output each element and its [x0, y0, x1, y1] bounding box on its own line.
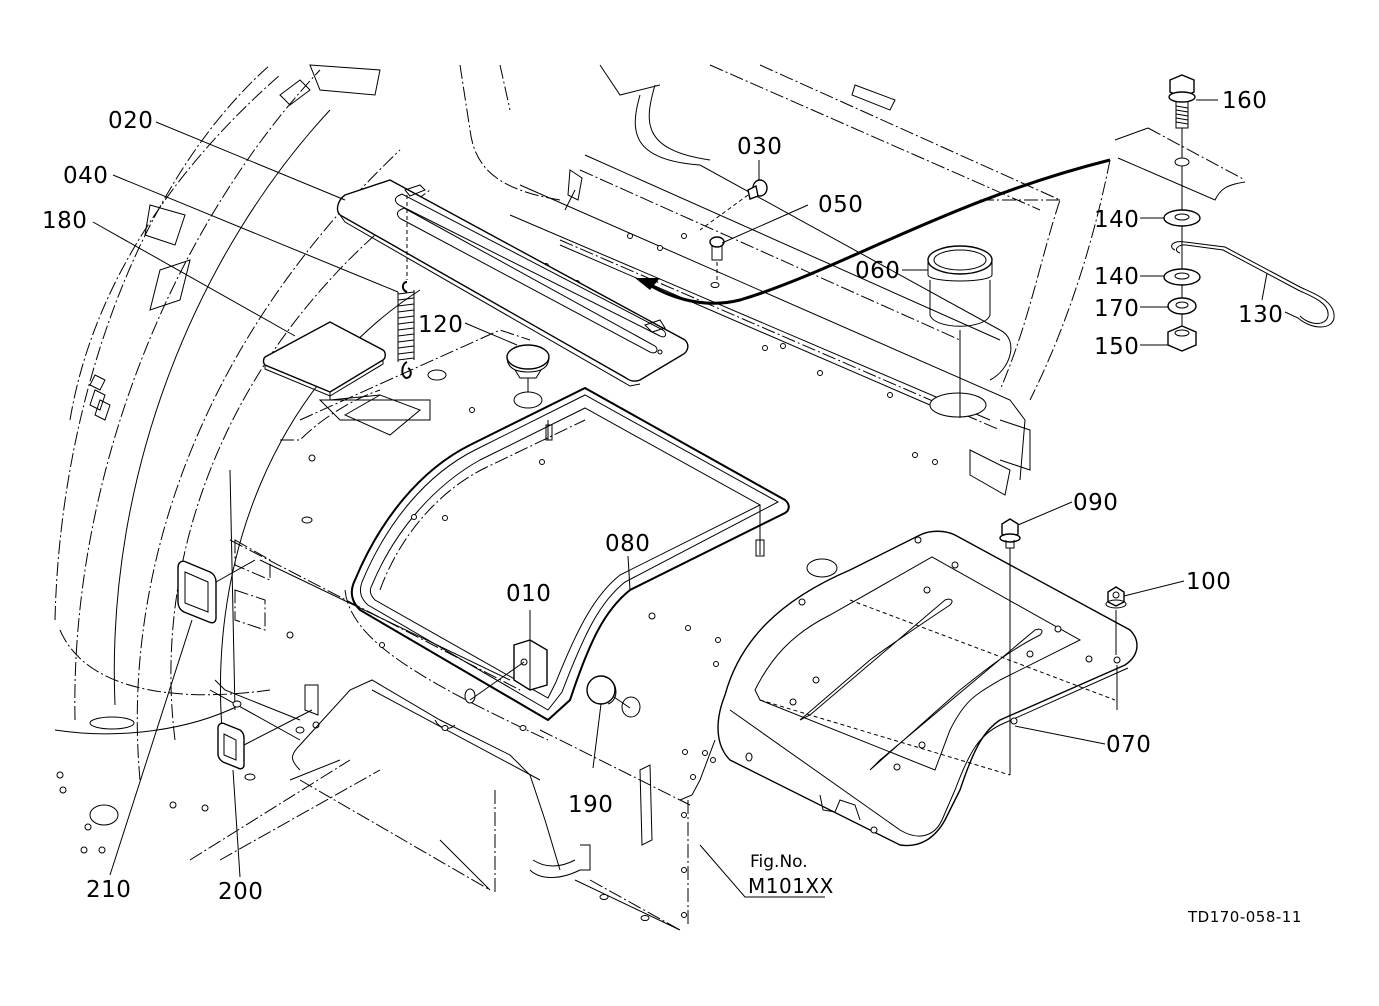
part-020-slide-plate	[336, 179, 689, 387]
part-090-bolt	[999, 518, 1021, 720]
spring-coils	[397, 290, 415, 362]
part-100-nut	[1105, 586, 1127, 655]
mounting-bracket-fragment	[1114, 127, 1246, 201]
part-120-cap	[506, 344, 550, 409]
lower-step-cover	[292, 679, 716, 931]
part-190-plug	[586, 675, 641, 718]
callout-140-upper: 140	[1094, 207, 1139, 233]
callout-010: 010	[506, 581, 551, 607]
callout-200: 200	[218, 879, 263, 905]
callout-070: 070	[1106, 732, 1151, 758]
part-180-pad	[262, 321, 386, 401]
part-070-floor-mat	[717, 530, 1138, 847]
part-140-washer-lower	[1163, 268, 1201, 286]
part-210-grommet	[177, 559, 256, 624]
callout-140-lower: 140	[1094, 264, 1139, 290]
part-170-lock-washer	[1167, 297, 1197, 315]
callout-060: 060	[855, 258, 900, 284]
part-150-nut	[1167, 325, 1197, 352]
fastener-stack	[1114, 74, 1335, 352]
part-080-seal	[344, 386, 790, 741]
callout-080: 080	[605, 531, 650, 557]
title-block: Fig.No. M101XX TD170-058-11	[748, 852, 1302, 926]
part-030-fastener	[699, 179, 768, 231]
fender-outline	[54, 64, 431, 781]
callout-labels: 020 040 180 120 030 050 060 160 140 140 …	[42, 88, 1283, 905]
part-140-washer-upper	[1163, 209, 1201, 227]
callout-050: 050	[818, 192, 863, 218]
leader-lines	[92, 99, 1268, 898]
part-050-pin	[709, 236, 725, 288]
callout-020: 020	[108, 108, 153, 134]
seal-pins	[545, 424, 765, 557]
callout-170: 170	[1094, 296, 1139, 322]
floor-frame-outline	[56, 329, 531, 861]
drawing-id: TD170-058-11	[1187, 908, 1302, 926]
callout-190: 190	[568, 792, 613, 818]
part-060-container	[927, 245, 993, 418]
callout-120: 120	[418, 312, 463, 338]
callout-130: 130	[1238, 302, 1283, 328]
figure-number: M101XX	[748, 874, 834, 898]
part-130-wire-clip	[1171, 241, 1335, 328]
reference-arrow	[635, 158, 1111, 305]
part-040-spring	[397, 195, 415, 380]
callout-150: 150	[1094, 334, 1139, 360]
part-200-grommet	[217, 709, 313, 770]
callout-040: 040	[63, 163, 108, 189]
callout-030: 030	[737, 134, 782, 160]
callout-090: 090	[1073, 490, 1118, 516]
figure-label: Fig.No.	[750, 852, 808, 872]
callout-100: 100	[1186, 569, 1231, 595]
callout-160: 160	[1222, 88, 1267, 114]
callout-210: 210	[86, 877, 131, 903]
callout-180: 180	[42, 208, 87, 234]
